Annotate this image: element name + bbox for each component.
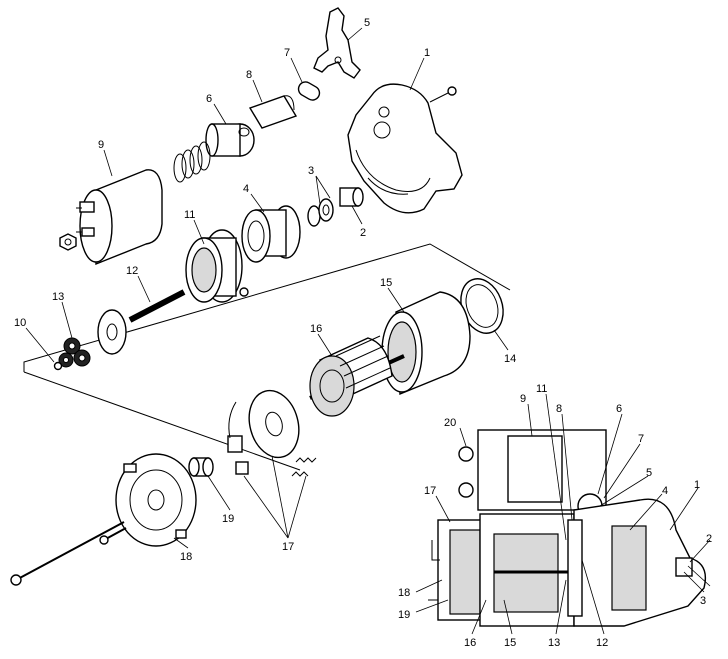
part-1-drive-housing (347, 83, 463, 214)
callout-15: 15 (380, 277, 392, 289)
part-11-internal-gear (185, 229, 249, 303)
part-15-yoke (381, 291, 471, 396)
part-9-solenoid (76, 169, 163, 266)
leader-lines-exploded (25, 27, 509, 549)
part-8-spring-plate (248, 95, 298, 129)
section-callout-5: 5 (646, 467, 652, 479)
callout-19: 19 (222, 513, 234, 525)
part-7-stopper (297, 81, 321, 101)
section-callout-20: 20 (444, 417, 456, 429)
part-3-washers (307, 198, 334, 227)
part-16-armature (309, 335, 405, 417)
section-callout-7: 7 (638, 433, 644, 445)
section-callout-19: 19 (398, 609, 410, 621)
part-9-nut (59, 233, 77, 251)
callout-13: 13 (52, 291, 64, 303)
part-13-planet-gears (58, 337, 91, 368)
part-17-brush-springs (291, 457, 317, 477)
callout-10: 10 (14, 317, 26, 329)
section-callout-17: 17 (424, 485, 436, 497)
section-callout-13: 13 (548, 637, 560, 649)
section-callout-15: 15 (504, 637, 516, 649)
part-6-plunger (205, 123, 255, 157)
callout-3: 3 (308, 165, 314, 177)
callout-8: 8 (246, 69, 252, 81)
callout-2: 2 (360, 227, 366, 239)
part-17-brush-holder (227, 389, 300, 475)
section-callout-12: 12 (596, 637, 608, 649)
section-callout-3: 3 (700, 595, 706, 607)
callout-5: 5 (364, 17, 370, 29)
part-19-rear-bushing (188, 457, 214, 477)
part-1-bolt (429, 86, 457, 103)
callout-4: 4 (243, 183, 249, 195)
callout-7: 7 (284, 47, 290, 59)
section-callout-6: 6 (616, 403, 622, 415)
section-callout-4: 4 (662, 485, 668, 497)
through-bolts (10, 521, 127, 586)
callouts-exploded: 1 5 7 8 6 9 3 2 4 11 12 13 10 15 14 16 1… (14, 17, 516, 563)
callout-9: 9 (98, 139, 104, 151)
part-10-steel-ball (53, 361, 63, 371)
part-12-planet-carrier-shaft (97, 289, 186, 355)
section-callout-1: 1 (694, 479, 700, 491)
part-2-bushing (339, 187, 364, 207)
callout-12: 12 (126, 265, 138, 277)
callout-16: 16 (310, 323, 322, 335)
section-callout-18: 18 (398, 587, 410, 599)
planetary-group-outline (23, 243, 511, 471)
part-18-end-frame (115, 453, 197, 547)
assembled-section-view (428, 429, 707, 627)
part-4-pinion-clutch (241, 205, 301, 263)
section-callout-11: 11 (536, 383, 547, 395)
leader-lines-section (415, 393, 711, 635)
callout-11: 11 (184, 209, 195, 221)
section-callout-2: 2 (706, 533, 712, 545)
callout-18: 18 (180, 551, 192, 563)
section-callout-16: 16 (464, 637, 476, 649)
callout-1: 1 (424, 47, 430, 59)
callout-17: 17 (282, 541, 294, 553)
callout-14: 14 (504, 353, 516, 365)
section-callout-9: 9 (520, 393, 526, 405)
section-callout-8: 8 (556, 403, 562, 415)
part-5-shift-fork (313, 7, 361, 79)
callout-6: 6 (206, 93, 212, 105)
plunger-spring (173, 141, 211, 183)
callouts-section: 20 9 11 8 6 7 5 4 1 2 3 17 18 19 16 15 1… (398, 383, 712, 649)
